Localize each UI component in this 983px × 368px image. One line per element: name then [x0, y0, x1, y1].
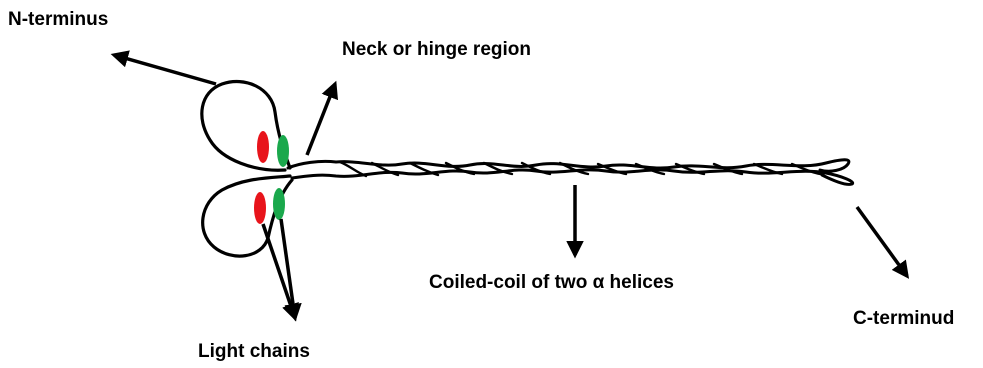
- coiled-coil-label: Coiled-coil of two α helices: [429, 272, 674, 293]
- light-chains-label: Light chains: [198, 341, 310, 362]
- light-chains-arrow-1: [263, 224, 295, 318]
- light-chain-red-upper: [257, 131, 269, 163]
- upper-head: [202, 82, 290, 171]
- light-chain-green-lower: [273, 188, 285, 220]
- light-chains-arrow-2: [281, 219, 295, 318]
- coiled-coil-strand-bottom: [292, 170, 853, 185]
- neck-label: Neck or hinge region: [342, 39, 531, 60]
- n-terminus-arrow: [114, 55, 216, 84]
- n-terminus-label: N-terminus: [8, 9, 108, 30]
- light-chain-red-lower: [254, 192, 266, 224]
- c-terminus-label: C-terminud: [853, 308, 954, 329]
- light-chain-green-upper: [277, 135, 289, 167]
- neck-arrow: [307, 84, 335, 155]
- c-terminus-arrow: [857, 207, 907, 276]
